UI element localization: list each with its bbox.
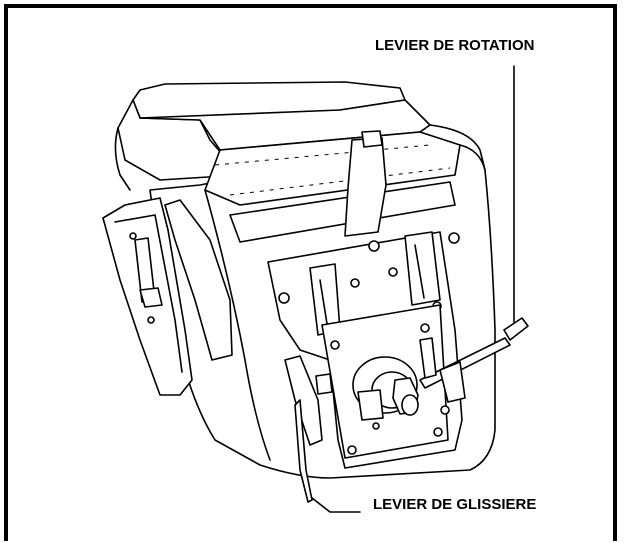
figure-frame <box>4 4 617 541</box>
rotation-mechanism <box>352 356 419 430</box>
armrest <box>102 197 233 396</box>
seat-cushion <box>114 81 431 191</box>
slide-lever <box>284 355 333 503</box>
rotation-lever-label: LEVIER DE ROTATION <box>375 37 535 54</box>
slide-lever-label: LEVIER DE GLISSIERE <box>373 496 537 513</box>
slide-rails <box>309 231 441 336</box>
rotation-lever <box>419 317 529 415</box>
vertical-post <box>344 130 387 237</box>
slide-leader-line <box>311 497 361 513</box>
